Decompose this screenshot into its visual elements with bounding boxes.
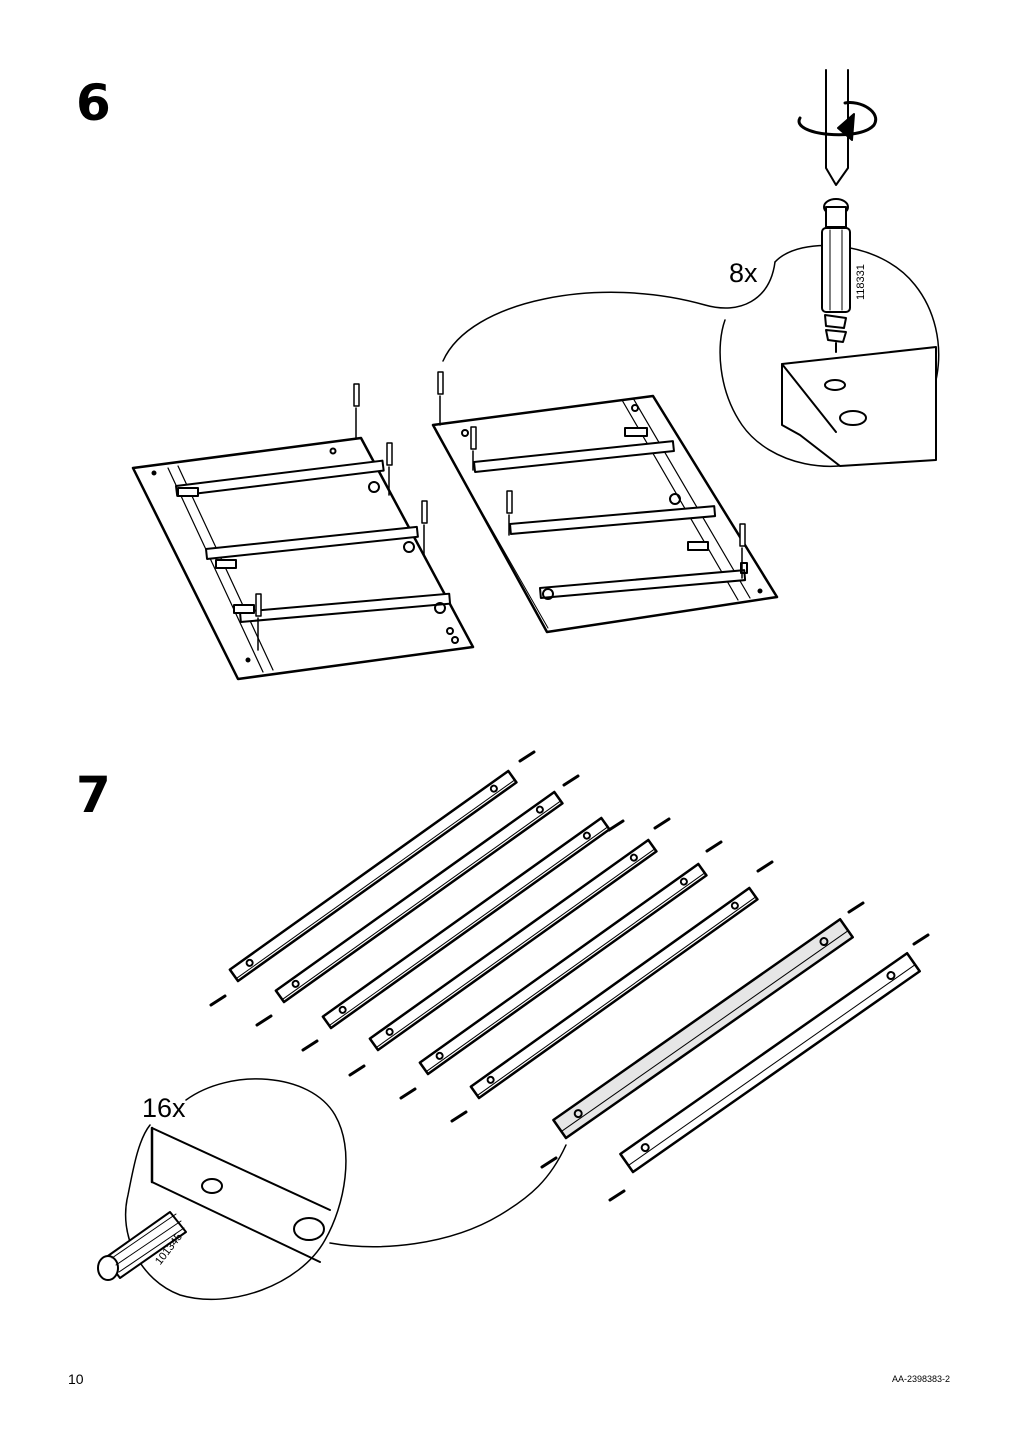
document-code: AA-2398383-2: [891, 1374, 950, 1384]
slat-dowels: [209, 750, 930, 1202]
slats: [228, 769, 921, 1174]
step-7-number: 7: [76, 766, 111, 824]
dowels-right: [437, 371, 746, 579]
dowels-left: [255, 383, 428, 651]
step-6-part-number: 118331: [855, 264, 867, 300]
step-6-number: 6: [76, 74, 111, 132]
callout-step6: [442, 69, 940, 468]
step-6-quantity: 8x: [729, 258, 758, 288]
panel-right: [431, 394, 779, 634]
callout-step7: [97, 1078, 567, 1301]
step-7-quantity: 16x: [142, 1093, 186, 1123]
page-number: 10: [68, 1371, 84, 1387]
panel-left: [131, 436, 475, 681]
